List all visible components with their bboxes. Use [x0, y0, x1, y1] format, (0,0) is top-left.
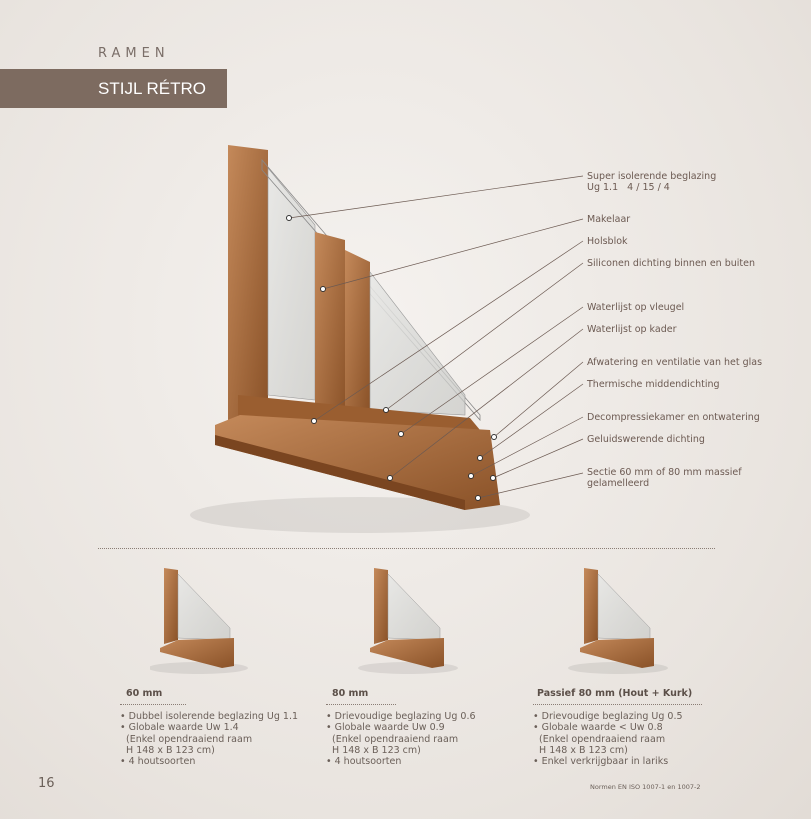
- callout-label: Afwatering en ventilatie van het glas: [587, 357, 763, 368]
- callout-label: Siliconen dichting binnen en buiten: [587, 258, 756, 269]
- spec-item: (Enkel opendraaiend raam: [326, 733, 459, 745]
- variant-80mm: 80 mm • Drievoudige beglazing Ug 0.6• Gl…: [326, 688, 476, 767]
- spec-item: • Drievoudige beglazing Ug 0.5: [533, 711, 683, 723]
- variant-title: 80 mm: [326, 688, 397, 706]
- spec-item: (Enkel opendraaiend raam: [120, 733, 253, 745]
- page-number: 16: [38, 776, 55, 791]
- variant-title: Passief 80 mm (Hout + Kurk): [533, 688, 703, 706]
- variant-title: 60 mm: [120, 688, 187, 706]
- spec-item: (Enkel opendraaiend raam: [533, 733, 666, 745]
- thumbnail-80mm: [358, 568, 458, 674]
- callout-label: Makelaar: [587, 214, 631, 225]
- callout-label: Decompressiekamer en ontwatering: [587, 412, 760, 423]
- callout-label: Waterlijst op kader: [587, 324, 677, 335]
- spec-item: • Drievoudige beglazing Ug 0.6: [326, 711, 476, 723]
- callout-label: Super isolerende beglazing Ug 1.1 4 / 15…: [587, 171, 717, 193]
- spec-item: • Globale waarde Uw 0.9: [326, 722, 445, 734]
- spec-item: • Globale waarde < Uw 0.8: [533, 722, 663, 734]
- spec-item: • Enkel verkrijgbaar in lariks: [533, 756, 669, 768]
- thumbnail-passief: [568, 568, 668, 674]
- callout-label: Sectie 60 mm of 80 mm massief gelamellee…: [587, 467, 742, 489]
- callout-label: Geluidswerende dichting: [587, 434, 705, 445]
- page-title: STIJL RÉTRO: [98, 79, 206, 98]
- spec-item: H 148 x B 123 cm): [533, 744, 628, 756]
- spec-item: • Dubbel isolerende beglazing Ug 1.1: [120, 711, 299, 723]
- window-cross-section-illustration: [190, 145, 584, 533]
- spec-item: H 148 x B 123 cm): [120, 744, 215, 756]
- spec-item: • 4 houtsoorten: [326, 756, 402, 768]
- callout-label: Holsblok: [587, 236, 628, 247]
- variant-thumbnails: [150, 568, 668, 674]
- spec-item: • Globale waarde Uw 1.4: [120, 722, 239, 734]
- norm-reference: Normen EN ISO 1007-1 en 1007-2: [590, 783, 701, 791]
- callout-dots: [286, 215, 497, 501]
- callout-label: Thermische middendichting: [587, 379, 720, 390]
- divider: [98, 548, 715, 549]
- section-label: RAMEN: [98, 46, 170, 61]
- spec-item: • 4 houtsoorten: [120, 756, 196, 768]
- callout-label: Waterlijst op vleugel: [587, 302, 685, 313]
- thumbnail-60mm: [150, 568, 248, 674]
- title-bar: [0, 69, 227, 108]
- variant-passief: Passief 80 mm (Hout + Kurk) • Drievoudig…: [533, 688, 703, 768]
- spec-item: H 148 x B 123 cm): [326, 744, 421, 756]
- callout-lines: [288, 175, 584, 499]
- variant-60mm: 60 mm • Dubbel isolerende beglazing Ug 1…: [120, 688, 298, 767]
